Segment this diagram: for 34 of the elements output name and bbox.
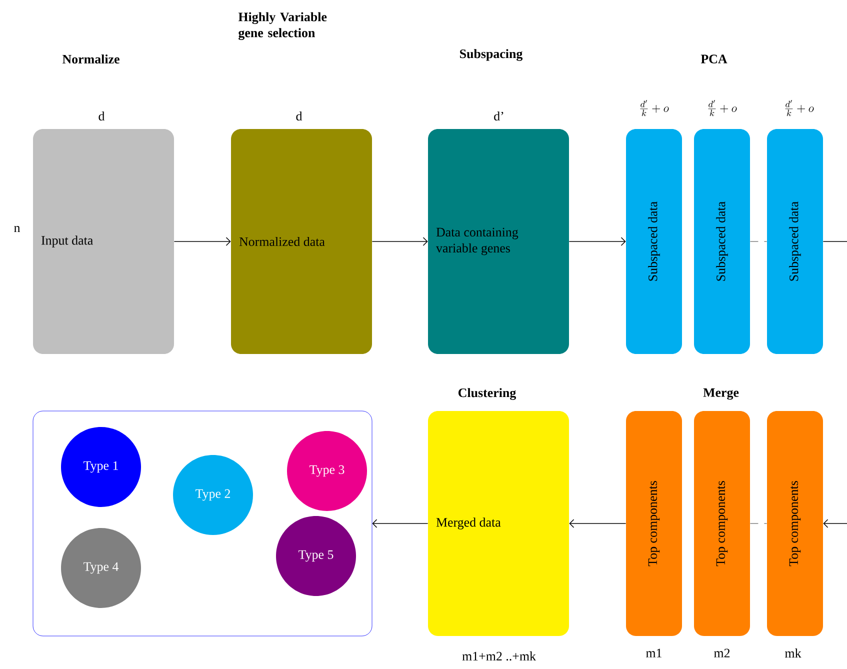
data-box: Data containing variable genes [428,129,569,354]
dimension-label: m2 [714,648,730,658]
component-bar: Subspaced data [694,129,750,354]
arrow [174,237,231,246]
step-heading: Clustering [458,388,516,400]
dimension-label: m1+m2 ..+mk [462,651,536,661]
step-heading: Normalize [62,54,120,64]
dimension-label: n [14,226,20,232]
dimension-label: $\frac{d'}{k}+o$ [708,100,737,116]
component-bar: Subspaced data [767,129,823,354]
data-box: Input data [33,129,174,354]
component-bar: Subspaced data [626,129,682,354]
step-heading: Merge [703,388,739,400]
arrow [823,519,847,528]
dimension-label: $\frac{d'}{k}+o$ [785,100,814,116]
dimension-label: d’ [494,111,504,121]
cluster-box [32,410,372,636]
dimension-label: d [296,111,302,121]
component-bar: Top components [626,411,682,636]
dimension-label: m1 [646,648,662,658]
step-heading: PCA [700,54,728,64]
step-heading: Highly Variable gene selection [238,12,327,40]
dimension-label: $\frac{d'}{k}+o$ [640,100,669,116]
dimension-label: d [98,111,105,121]
data-box: Merged data [428,411,569,636]
component-bar: Top components [694,411,750,636]
arrow [372,519,428,528]
dimension-label: mk [785,648,802,658]
data-box: Normalized data [231,129,372,354]
step-heading: Subspacing [460,49,523,61]
arrow [372,237,428,246]
arrow [569,519,626,528]
arrow [568,237,626,246]
component-bar: Top components [767,411,823,636]
